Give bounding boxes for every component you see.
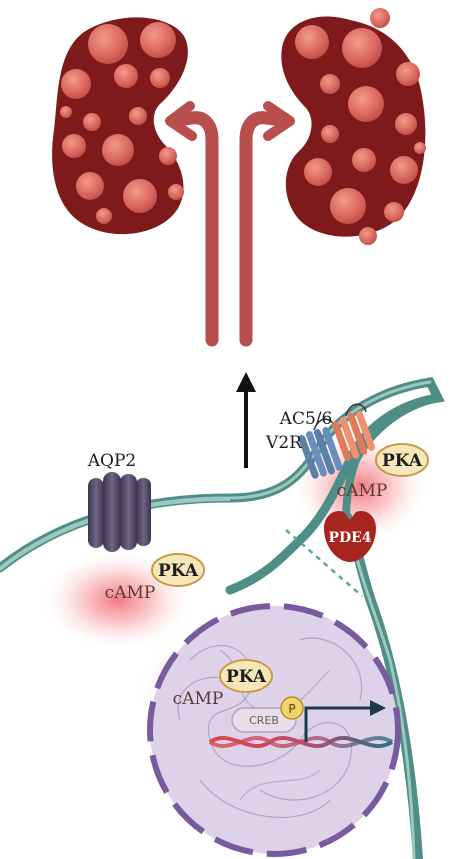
pka-badge-nucleus (219, 659, 273, 693)
pka-label-cilium: PKA (382, 451, 423, 471)
ac56-enzyme-icon (331, 403, 375, 461)
creb-protein (231, 707, 297, 733)
camp-label-cilium: cAMP (337, 481, 388, 501)
left-kidney (52, 17, 188, 235)
upward-arrow-icon (236, 372, 256, 468)
left-ureter (165, 101, 219, 347)
camp-label-cytoplasm: cAMP (105, 583, 156, 603)
ac56-label: AC5/6 (279, 409, 333, 429)
transcription-arrow-icon (304, 700, 386, 742)
aqp2-label: AQP2 (87, 451, 136, 471)
dna-helix (208, 735, 394, 749)
right-ureter (239, 101, 295, 347)
pka-badge-cytoplasm (151, 553, 205, 587)
creb-label: CREB (249, 714, 279, 727)
pka-label-cytoplasm: PKA (158, 561, 199, 581)
pka-label-nucleus: PKA (226, 667, 267, 687)
v2r-label: V2R (265, 433, 303, 453)
phospho-badge (280, 696, 304, 720)
pde4-enzyme (324, 510, 376, 562)
camp-label-nucleus: cAMP (173, 689, 224, 709)
aqp2-channel-icon (88, 472, 151, 552)
right-kidney (281, 8, 426, 245)
dashed-connector (285, 529, 363, 597)
pka-badge-cilium (375, 443, 429, 477)
pde4-label: PDE4 (328, 530, 371, 546)
phospho-label: P (288, 702, 295, 716)
